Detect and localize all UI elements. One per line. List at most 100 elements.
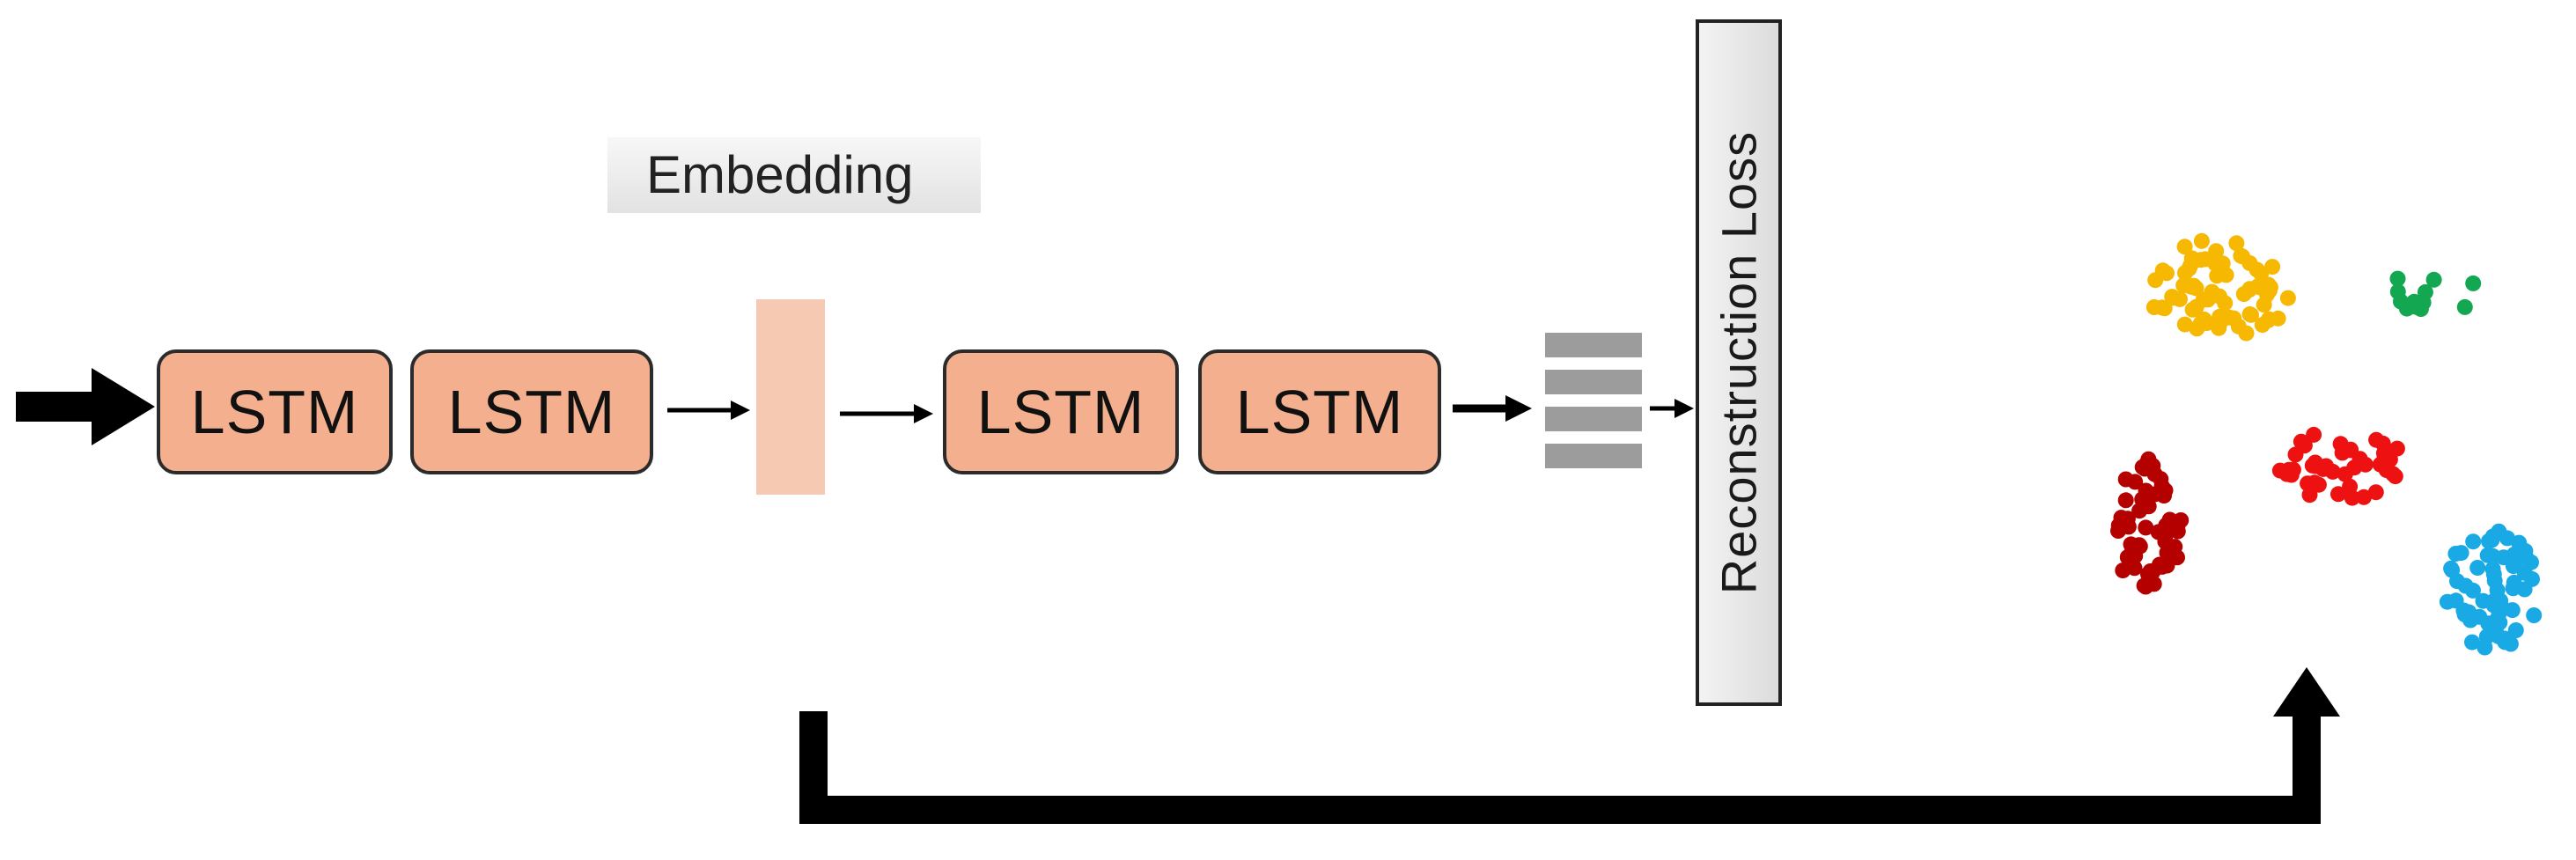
cluster-point: [2140, 451, 2157, 467]
encoder-lstm-2: LSTM: [410, 349, 653, 474]
arrow-to-output-head: [1505, 395, 1532, 422]
cluster-point: [2117, 471, 2134, 488]
cluster-point: [2233, 247, 2249, 264]
decoder-lstm-1: LSTM: [943, 349, 1179, 474]
cluster-point: [2334, 445, 2351, 461]
cluster-point: [2169, 523, 2186, 540]
cluster-point: [2157, 528, 2174, 545]
cluster-point: [2377, 452, 2393, 469]
cluster-point: [2504, 602, 2521, 619]
cluster-point: [2120, 518, 2137, 535]
cluster-point: [2238, 325, 2255, 342]
cluster-point: [2214, 255, 2231, 272]
cluster-point: [2505, 580, 2521, 597]
cluster-point: [2443, 560, 2460, 577]
cluster-point: [2293, 433, 2309, 450]
cluster-point: [2145, 299, 2162, 315]
cluster-point: [2221, 309, 2238, 326]
cluster-point: [2447, 546, 2464, 562]
cluster-point: [2398, 300, 2415, 317]
cluster-point: [2158, 517, 2175, 533]
cluster-point: [2241, 306, 2258, 322]
cluster-point: [2516, 581, 2533, 598]
output-sequence-bar: [1545, 370, 1642, 394]
cluster-point: [2330, 486, 2346, 503]
embedding-vector: [756, 299, 825, 495]
cluster-point: [2241, 281, 2258, 298]
cluster-point: [2477, 639, 2493, 656]
cluster-point: [2439, 593, 2455, 610]
cluster-point: [2197, 251, 2213, 268]
cluster-point: [2138, 519, 2154, 536]
cluster-point: [2176, 239, 2193, 255]
embedding-to-clusters-path: [799, 711, 2321, 824]
cluster-point: [2285, 461, 2301, 478]
cluster-point: [2301, 487, 2318, 504]
embedding-to-clusters-head: [2273, 667, 2340, 717]
cluster-point: [2271, 462, 2288, 479]
reconstruction-loss-box: Reconstruction Loss: [1696, 19, 1782, 706]
cluster-point: [2270, 310, 2286, 327]
cluster-point: [2183, 250, 2200, 267]
cluster-point: [2126, 560, 2143, 577]
cluster-point: [2306, 426, 2322, 443]
cluster-point: [2457, 577, 2474, 594]
cluster-point: [2491, 523, 2507, 540]
cluster-point: [2389, 270, 2406, 287]
cluster-point: [2344, 489, 2360, 506]
cluster-point: [2193, 232, 2210, 249]
cluster-point: [2469, 560, 2486, 576]
cluster-point: [2153, 556, 2170, 573]
cluster-point: [2491, 628, 2507, 644]
cluster-point: [2195, 291, 2212, 308]
cluster-point: [2217, 295, 2234, 312]
input-arrow-head: [92, 368, 155, 445]
cluster-point: [2254, 317, 2271, 334]
cluster-point: [2228, 235, 2245, 252]
cluster-point: [2117, 492, 2134, 509]
cluster-point: [2417, 283, 2433, 300]
cluster-point: [2188, 280, 2204, 297]
cluster-point: [2526, 607, 2543, 623]
cluster-point: [2140, 498, 2157, 515]
cluster-point: [2253, 265, 2270, 282]
cluster-point: [2306, 474, 2322, 491]
cluster-point: [2159, 265, 2175, 282]
arrow-to-embedding-head: [731, 401, 750, 420]
cluster-point: [2367, 484, 2384, 501]
cluster-point: [2465, 275, 2482, 291]
cluster-point: [2465, 533, 2482, 550]
cluster-point: [2259, 286, 2275, 303]
cluster-point: [2177, 265, 2193, 281]
cluster-point: [2176, 316, 2193, 333]
cluster-point: [2425, 271, 2442, 288]
cluster-point: [2184, 301, 2201, 318]
arrow-to-decoder-head: [914, 404, 933, 423]
output-sequence-bar: [1545, 444, 1642, 468]
cluster-point: [2507, 622, 2524, 638]
cluster-point: [2484, 548, 2501, 564]
cluster-point: [2346, 459, 2363, 476]
cluster-point: [2456, 298, 2473, 315]
cluster-point: [2165, 290, 2182, 306]
cluster-point: [2491, 601, 2508, 618]
cluster-point: [2368, 431, 2385, 448]
cluster-point: [2136, 577, 2153, 594]
arrow-to-loss-head: [1674, 399, 1694, 418]
output-sequence-bar: [1545, 333, 1642, 357]
cluster-point: [2484, 561, 2501, 577]
cluster-point: [2153, 471, 2169, 488]
cluster-point: [2279, 290, 2296, 306]
cluster-point: [2138, 482, 2154, 499]
cluster-point: [2167, 539, 2183, 555]
cluster-point: [2464, 634, 2480, 651]
cluster-point: [2123, 536, 2139, 553]
cluster-point: [2318, 458, 2335, 474]
output-sequence-bar: [1545, 407, 1642, 431]
cluster-point: [2455, 602, 2472, 619]
cluster-point: [2189, 320, 2205, 337]
cluster-point: [2156, 488, 2172, 504]
